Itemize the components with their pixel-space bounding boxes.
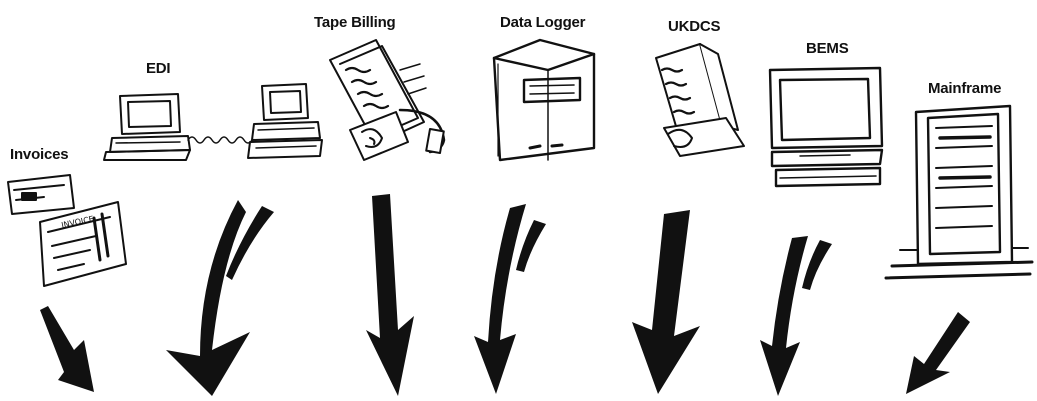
- invoice-documents-icon: INVOICE: [8, 175, 126, 286]
- source-label-mainframe: Mainframe: [928, 80, 1001, 97]
- down-arrow-icon: [632, 210, 700, 394]
- source-label-invoices: Invoices: [10, 146, 68, 163]
- source-label-bems: BEMS: [806, 40, 849, 57]
- down-arrow-icon: [366, 194, 414, 396]
- networked-computers-icon: [104, 84, 322, 160]
- tape-billing-printout-icon: [330, 40, 444, 160]
- ukdcs-printout-icon: [656, 44, 744, 156]
- mainframe-cabinet-icon: [886, 106, 1032, 278]
- down-arrow-icon: [40, 306, 94, 392]
- source-label-tape-billing: Tape Billing: [314, 14, 396, 31]
- down-arrow-icon: [166, 200, 250, 396]
- down-arrow-icon: [474, 204, 526, 394]
- bems-monitor-icon: [770, 68, 882, 186]
- data-logger-device-icon: [494, 40, 594, 160]
- down-arrow-icon: [760, 236, 808, 396]
- source-label-ukdcs: UKDCS: [668, 18, 720, 35]
- source-label-edi: EDI: [146, 60, 170, 77]
- down-arrow-icon: [906, 312, 970, 394]
- source-label-data-logger: Data Logger: [500, 14, 585, 31]
